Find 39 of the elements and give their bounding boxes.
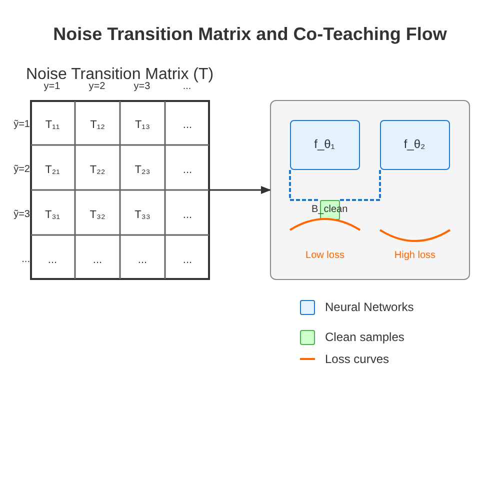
matrix-entry: T₂₃ xyxy=(134,164,152,176)
matrix-entry: T₃₃ xyxy=(134,209,152,221)
legend-label: Neural Networks xyxy=(325,300,414,314)
matrix-entry: T₂₂ xyxy=(88,164,106,176)
matrix-entry: T₃₁ xyxy=(44,209,61,221)
network-box xyxy=(380,120,450,170)
dashed-connector xyxy=(340,170,381,201)
matrix-entry: ... xyxy=(46,254,58,266)
network-box xyxy=(290,120,360,170)
matrix-entry: ... xyxy=(182,209,194,221)
matrix-entry: ... xyxy=(182,254,194,266)
matrix-entry: T₁₃ xyxy=(134,119,151,131)
matrix-entry: ... xyxy=(182,119,194,131)
row-header: ỹ=1 xyxy=(12,119,30,130)
dashed-connector xyxy=(289,170,320,201)
matrix-entry: ... xyxy=(182,164,194,176)
matrix-entry: T₁₁ xyxy=(44,119,61,131)
row-header: ... xyxy=(20,254,30,265)
network-label: f_θ₂ xyxy=(402,136,426,150)
matrix-entry: T₂₁ xyxy=(44,164,61,176)
column-header: y=1 xyxy=(42,81,62,92)
matrix-entry: ... xyxy=(136,254,148,266)
row-header: ỹ=3 xyxy=(12,209,30,220)
curve-label: Low loss xyxy=(304,250,346,261)
matrix-entry: T₁₂ xyxy=(89,119,106,131)
row-header: ỹ=2 xyxy=(12,164,30,175)
diagram-title: Noise Transition Matrix and Co-Teaching Flow xyxy=(52,24,448,45)
column-header: y=2 xyxy=(88,81,106,92)
network-label: f_θ₁ xyxy=(313,136,336,150)
column-header: ... xyxy=(182,81,192,92)
panel xyxy=(270,100,470,280)
arrow xyxy=(210,186,271,194)
legend-label: Clean samples xyxy=(325,330,404,344)
matrix-heading: Noise Transition Matrix (T) xyxy=(26,66,214,83)
matrix-entry: ... xyxy=(92,254,104,266)
matrix-entry: T₃₂ xyxy=(88,209,106,221)
legend-label: Loss curves xyxy=(325,352,390,366)
column-header: y=3 xyxy=(132,81,152,92)
curve-label: High loss xyxy=(393,250,437,261)
